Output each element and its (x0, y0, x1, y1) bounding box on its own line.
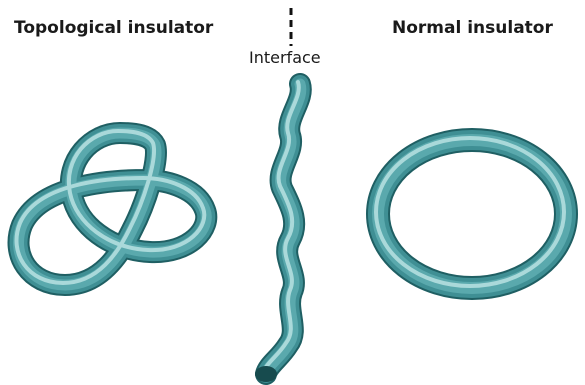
wavy-interface-tube (264, 82, 301, 374)
normal-insulator-ring-tube (376, 138, 566, 288)
tube-layer-3 (376, 138, 564, 286)
trefoil-knot-tube (17, 131, 207, 285)
tube-end-cap (255, 366, 277, 382)
